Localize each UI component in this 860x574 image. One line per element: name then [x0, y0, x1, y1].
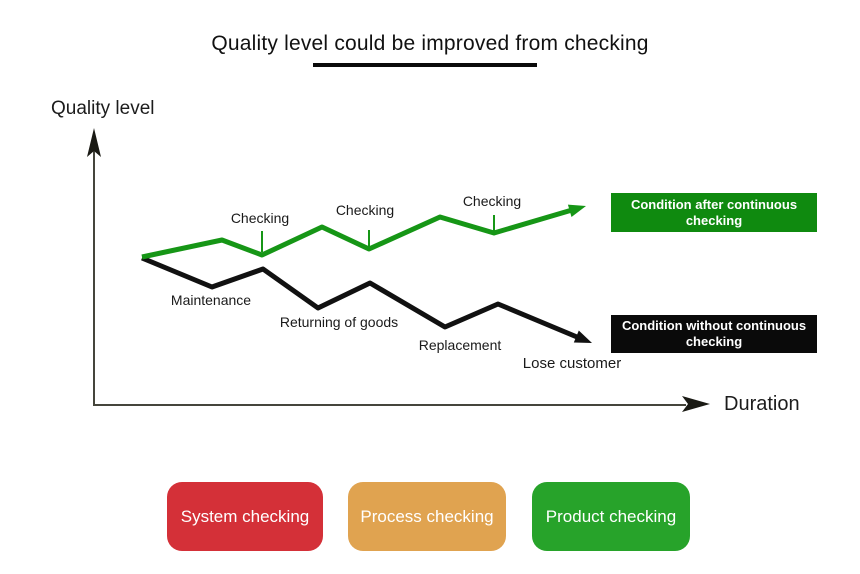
process-checking-button[interactable]: Process checking: [348, 482, 506, 551]
product-checking-button[interactable]: Product checking: [532, 482, 690, 551]
series-without-checking-arrowhead-icon: [573, 330, 592, 343]
x-axis-label: Duration: [724, 393, 800, 415]
annotation-returning-of-goods: Returning of goods: [279, 314, 399, 330]
x-axis-arrowhead-icon: [682, 396, 710, 412]
series-after-checking-arrowhead-icon: [567, 204, 586, 217]
page-title: Quality level could be improved from che…: [211, 32, 649, 55]
annotation-maintenance: Maintenance: [170, 292, 252, 308]
y-axis-arrowhead-icon: [87, 128, 101, 157]
annotation-lose-customer: Lose customer: [522, 355, 622, 372]
title-underline: [313, 63, 537, 67]
annotation-checking-3: Checking: [462, 193, 522, 209]
series-after-checking-line: [141, 207, 573, 260]
legend-without-checking: Condition without continuous checking: [611, 315, 817, 353]
legend-after-checking: Condition after continuous checking: [611, 193, 817, 232]
series-without-checking-line: [141, 255, 578, 340]
annotation-checking-1: Checking: [230, 210, 290, 226]
y-axis-label: Quality level: [51, 98, 155, 119]
annotation-replacement: Replacement: [418, 337, 502, 353]
annotation-checking-2: Checking: [335, 202, 395, 218]
system-checking-button[interactable]: System checking: [167, 482, 323, 551]
